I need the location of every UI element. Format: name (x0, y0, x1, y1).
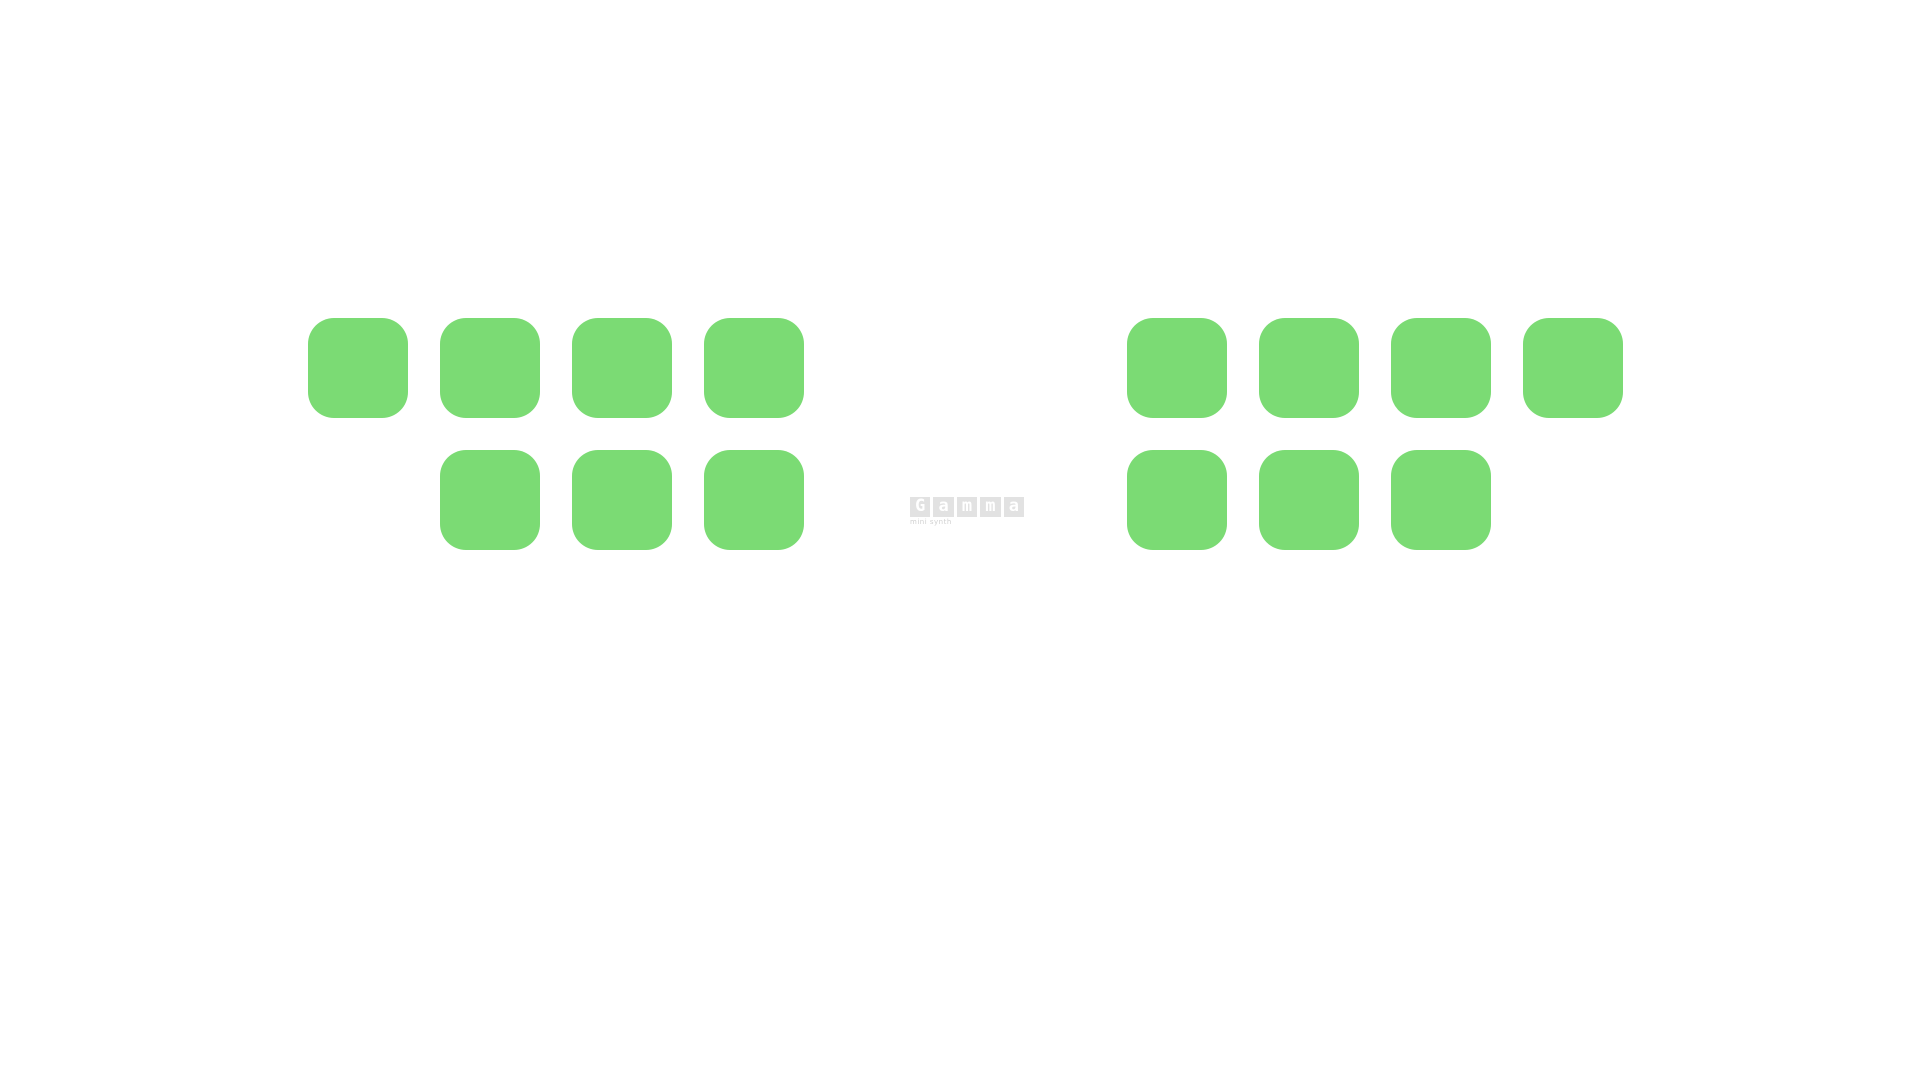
logo-block: G (910, 497, 931, 517)
logo-block: a (1003, 497, 1025, 517)
pad-2[interactable] (440, 318, 540, 418)
pad-8[interactable] (1127, 318, 1227, 418)
pad-14[interactable] (1391, 450, 1491, 550)
pad-5[interactable] (440, 450, 540, 550)
pad-4[interactable] (704, 318, 804, 418)
logo-letter: G (915, 497, 926, 516)
pad-13[interactable] (1259, 450, 1359, 550)
logo-letter: m (985, 497, 996, 516)
pad-11[interactable] (1523, 318, 1623, 418)
logo-block: m (956, 497, 978, 517)
logo-block: a (933, 497, 954, 517)
pad-12[interactable] (1127, 450, 1227, 550)
pad-1[interactable] (308, 318, 408, 418)
pad-10[interactable] (1391, 318, 1491, 418)
pad-3[interactable] (572, 318, 672, 418)
logo-subtitle: mini synth (910, 518, 952, 526)
gamma-logo: G a m m a mini synth (910, 497, 1025, 529)
pad-9[interactable] (1259, 318, 1359, 418)
pad-7[interactable] (704, 450, 804, 550)
logo-letter: a (938, 497, 949, 516)
logo-wordmark: G a m m a (910, 497, 1025, 517)
logo-block: m (980, 497, 1001, 517)
logo-letter: m (961, 497, 973, 516)
pad-6[interactable] (572, 450, 672, 550)
logo-letter: a (1008, 497, 1019, 516)
